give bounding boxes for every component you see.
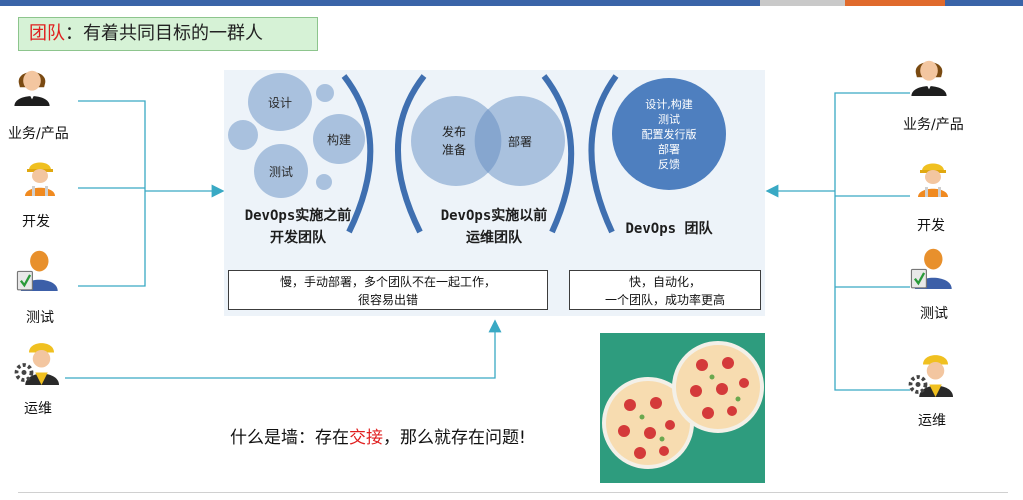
stage3-title: DevOps 团队 (625, 221, 713, 237)
person-label-test: 测试 (920, 306, 948, 322)
bubble-devops: 设计,构建 测试 配置发行版 部署 反馈 (612, 78, 726, 190)
venn-left-line2: 准备 (441, 143, 466, 157)
worker-icon (913, 153, 953, 201)
bubble-test: 测试 (254, 144, 308, 198)
person-label-ops: 运维 (918, 413, 946, 429)
slide-title: 团队：有着共同目标的一群人 (18, 17, 318, 51)
stage1-title: DevOps实施之前 开发团队 (218, 205, 378, 249)
bubble-decor (228, 120, 258, 150)
pizza-icon (602, 341, 764, 469)
header-bar-segment (760, 0, 845, 6)
person-label-test: 测试 (26, 310, 54, 326)
note-fast-line2: 一个团队，成功率更高 (604, 293, 725, 307)
worker-icon (20, 152, 60, 200)
header-bar-segment (945, 0, 1023, 6)
stage1-title-line1: DevOps实施之前 (244, 208, 352, 224)
title-highlight: 团队 (29, 23, 65, 44)
stage2-title: DevOps实施以前 运维团队 (414, 205, 574, 249)
devops-bubble-line: 设计,构建 (645, 97, 693, 111)
venn-left-line1: 发布 (441, 125, 466, 139)
bubble-build: 构建 (313, 114, 365, 164)
wall-statement-part2: ，那么就存在问题! (383, 428, 526, 448)
person-label-dev: 开发 (917, 218, 945, 234)
venn-left-label: 发布 准备 (434, 123, 474, 159)
person-label-business: 业务/产品 (8, 126, 69, 142)
stage1-title-line2: 开发团队 (270, 230, 326, 246)
operator-icon (14, 335, 64, 385)
title-text: ：有着共同目标的一群人 (65, 23, 263, 44)
tester-icon (14, 244, 60, 292)
wall-statement-part1: 什么是墙：存在 (230, 428, 349, 448)
wall-statement-highlight: 交接 (349, 428, 383, 448)
stage2-title-line2: 运维团队 (466, 230, 522, 246)
bubble-decor (316, 174, 332, 190)
note-fast: 快，自动化， 一个团队，成功率更高 (569, 270, 761, 310)
devops-bubble-line: 配置发行版 (641, 127, 697, 141)
operator-icon (908, 347, 958, 397)
businesswoman-icon (10, 62, 54, 106)
stage2-title-line1: DevOps实施以前 (440, 208, 548, 224)
pizza-illustration (600, 333, 765, 483)
venn-diagram (411, 96, 565, 186)
person-label-business: 业务/产品 (903, 117, 964, 133)
devops-bubble-line: 部署 (658, 142, 680, 156)
businesswoman-icon (907, 52, 951, 96)
note-slow: 慢，手动部署，多个团队不在一起工作， 很容易出错 (228, 270, 548, 310)
person-label-dev: 开发 (22, 214, 50, 230)
footer-rule (18, 492, 1008, 493)
note-slow-line1: 慢，手动部署，多个团队不在一起工作， (279, 275, 496, 289)
person-label-ops: 运维 (24, 401, 52, 417)
note-fast-line1: 快，自动化， (628, 275, 701, 289)
header-bar-segment (845, 0, 945, 6)
tester-icon (908, 242, 954, 290)
wall-statement: 什么是墙：存在交接，那么就存在问题! (230, 423, 526, 448)
devops-panel: 设计 构建 测试 DevOps实施之前 开发团队 发布 准备 部署 DevOps… (224, 70, 765, 316)
venn-right-label: 部署 (507, 135, 532, 149)
bubble-decor (316, 84, 334, 102)
header-bar (0, 0, 760, 6)
devops-bubble-line: 反馈 (658, 157, 680, 171)
note-slow-line2: 很容易出错 (357, 293, 418, 307)
stage-separators (341, 74, 619, 234)
bubble-design: 设计 (248, 73, 312, 131)
devops-bubble-line: 测试 (658, 112, 680, 126)
